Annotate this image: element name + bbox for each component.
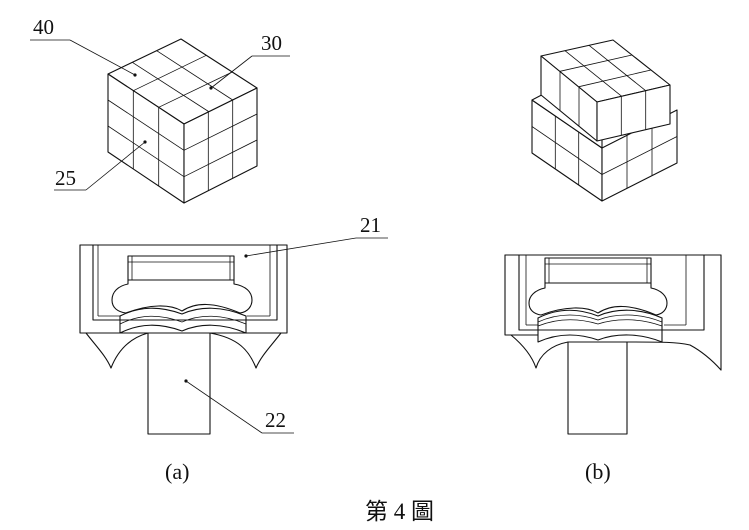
stem-a (147, 332, 211, 435)
subfigure-label-b: (b) (585, 459, 611, 484)
reference-numeral-22: 22 (265, 408, 286, 432)
reference-numeral-21: 21 (360, 213, 381, 237)
cube-b (531, 39, 678, 202)
holder-a (79, 237, 388, 435)
stem-b (567, 341, 628, 435)
keycap-flange-a (111, 279, 253, 314)
cube-a (30, 38, 290, 204)
keycap-flange-b (528, 282, 668, 316)
subfigure-label-a: (a) (165, 459, 190, 484)
reference-numeral-30: 30 (261, 31, 282, 55)
reference-numeral-40: 40 (33, 15, 54, 39)
holder-b (504, 254, 722, 435)
figure-caption: 第 4 圖 (365, 499, 434, 524)
reference-numeral-25: 25 (55, 166, 76, 190)
